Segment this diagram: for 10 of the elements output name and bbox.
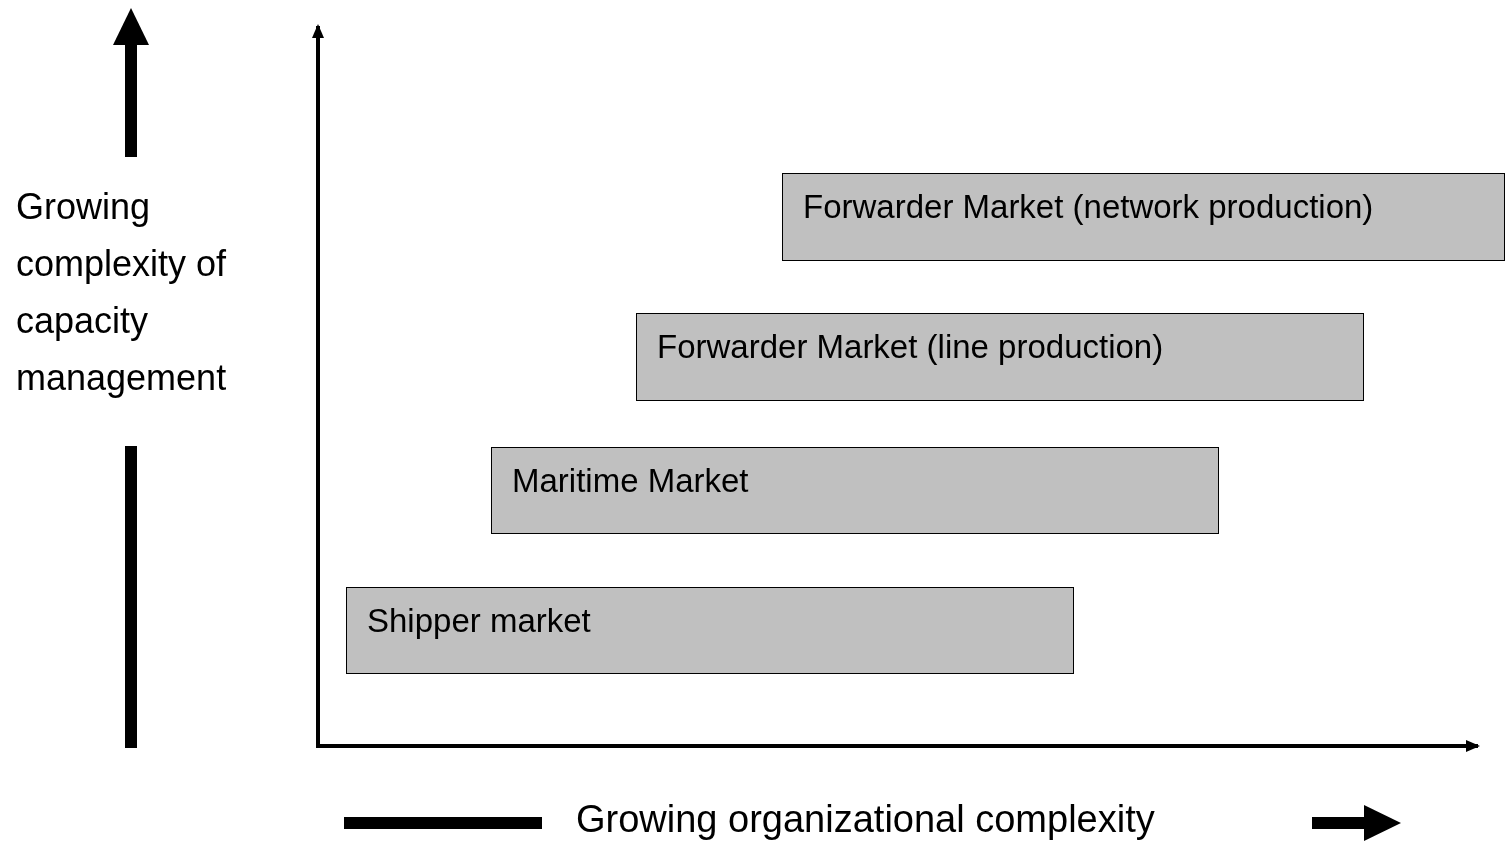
- market-bar: [346, 587, 1074, 674]
- bar-label: Forwarder Market (line production): [657, 328, 1164, 366]
- market-bar: [782, 173, 1505, 261]
- market-bar: [636, 313, 1364, 401]
- market-bar: [491, 447, 1219, 534]
- axis-title: Growing organizational complexity: [576, 797, 1156, 842]
- bar-label: Forwarder Market (network production): [803, 188, 1374, 226]
- bar-label: Shipper market: [367, 602, 591, 640]
- axis-title: Growing complexity of capacity management: [16, 185, 228, 400]
- bar-label: Maritime Market: [512, 462, 749, 500]
